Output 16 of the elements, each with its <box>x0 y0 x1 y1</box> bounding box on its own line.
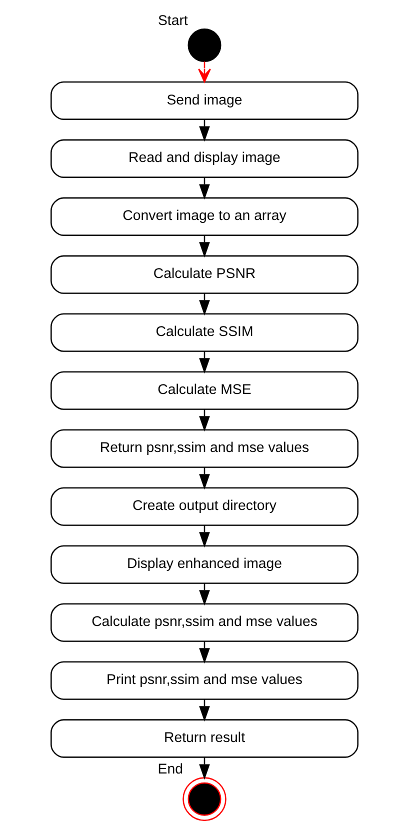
node-box: Convert image to an array <box>50 197 358 236</box>
node-box: Calculate SSIM <box>50 313 358 352</box>
node-box: Return result <box>50 719 358 758</box>
node-label: End <box>158 762 183 778</box>
node-box: Calculate PSNR <box>50 255 358 294</box>
node-box: Read and display image <box>50 139 358 178</box>
node-box: Calculate psnr,ssim and mse values <box>50 603 358 642</box>
node-box: Return psnr,ssim and mse values <box>50 429 358 468</box>
node-circle <box>188 28 222 62</box>
node-label: Start <box>158 13 188 29</box>
node-box: Send image <box>50 81 358 120</box>
node-circle <box>182 777 226 821</box>
node-box: Create output directory <box>50 487 358 526</box>
node-box: Print psnr,ssim and mse values <box>50 661 358 700</box>
node-box: Calculate MSE <box>50 371 358 410</box>
node-box: Display enhanced image <box>50 545 358 584</box>
